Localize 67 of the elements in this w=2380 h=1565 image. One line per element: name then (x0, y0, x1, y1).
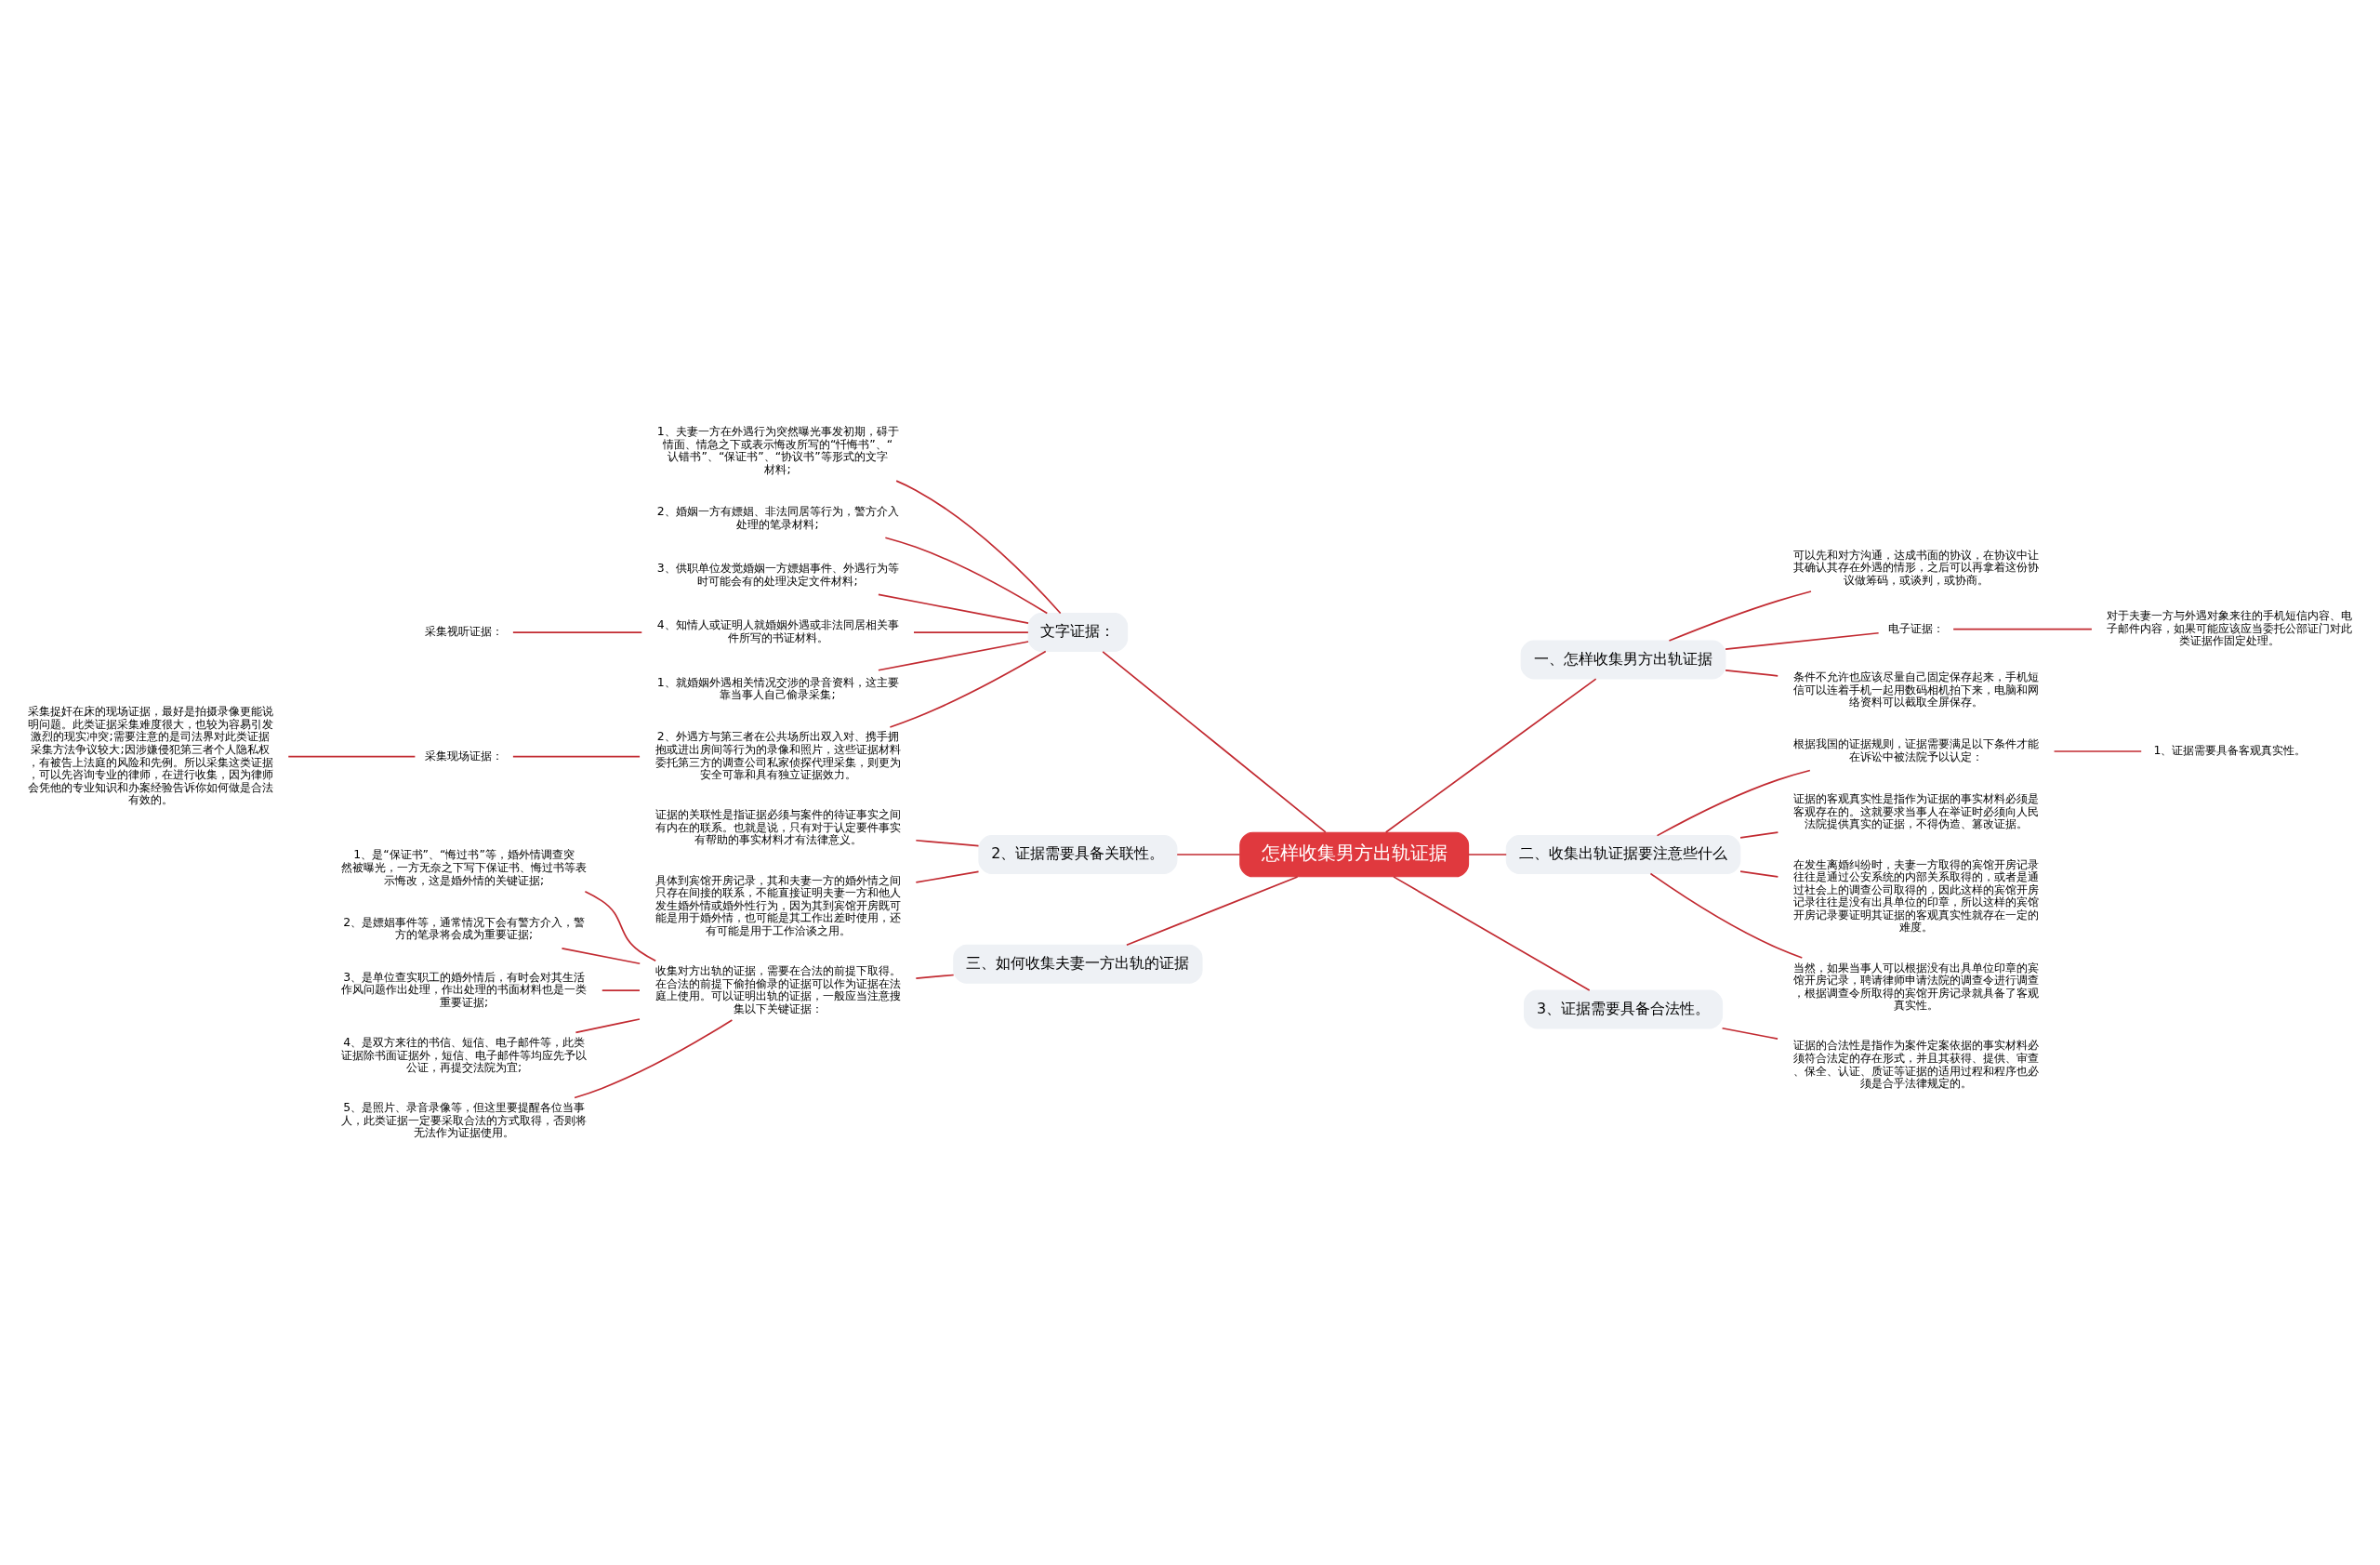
connector (915, 974, 955, 979)
node-text: 电子证据： (1887, 620, 1944, 635)
connector (287, 755, 416, 758)
connector (1725, 669, 1779, 677)
node-box: 二、收集出轨证据要注意些什么 (1505, 834, 1741, 874)
node-box: 三、如何收集夫妻一方出轨的证据 (953, 944, 1203, 984)
connector (884, 536, 1049, 614)
connector (878, 640, 1029, 671)
connector (895, 479, 1062, 614)
node-text: 根据我国的证据规则，证据需要满足以下条件才能在诉讼中被法院予以认定： (1792, 736, 2039, 763)
connector (512, 755, 641, 758)
connector (561, 947, 641, 964)
node-box: 一、怎样收集男方出轨证据 (1520, 640, 1726, 679)
node-box: 3、证据需要具备合法性。 (1524, 989, 1724, 1028)
node-text: 证据的关联性是指证据必须与案件的待证事实之间有内在的联系。也就是说，只有对于认定要件事实有帮助的事实材料才有法律意义。 (654, 806, 901, 846)
node-text: 2、是嫖娼事件等，通常情况下会有警方介入，警方的笔录将会成为重要证据; (343, 914, 586, 941)
connector (913, 630, 1029, 633)
node-text: 5、是照片、录音录像等，但这里要提醒各位当事人，此类证据一定要采取合法的方式取得，否则将无法作为证据使用。 (341, 1099, 588, 1139)
node-text: 1、夫妻一方在外遇行为突然曝光事发初期，碍于情面、情急之下或表示悔改所写的“忏悔书”、“认错书”、“保证书”、“协议书”等形式的文字材料; (656, 423, 899, 476)
connector (1467, 853, 1508, 855)
connector (575, 1017, 641, 1033)
connector (512, 630, 643, 633)
node-text: 采集捉奸在床的现场证据，最好是拍摄录像更能说明问题。此类证据采集难度很大，也较为容易引发激烈的现实冲突;需要注意的是司法界对此类证据采集方法争议较大;因涉嫌侵犯第三者个人隐私权，有被告上法庭的风险和先例。所以采集这类证据，可以先咨询专业的律师，在进行收集，因为律师会凭他的专业知识和办案经验告诉你如何做是合法有效的。 (27, 703, 273, 806)
connector (1725, 631, 1880, 650)
node-text: 可以先和对方沟通，达成书面的协议，在协议中让其确认其存在外遇的情形，之后可以再拿着这份协议做筹码，或谈判，或协商。 (1792, 547, 2039, 587)
connector (878, 593, 1029, 624)
connector (1656, 769, 1811, 836)
connector (1393, 875, 1591, 991)
connector (1952, 628, 2093, 630)
connector (1721, 1027, 1778, 1040)
connector (1176, 853, 1241, 855)
connector (889, 650, 1047, 728)
connector (1126, 875, 1299, 946)
node-box: 2、证据需要具备关联性。 (978, 834, 1178, 874)
connector (915, 839, 980, 846)
connector (1739, 869, 1779, 878)
node-text: 条件不允许也应该尽量自己固定保存起来，手机短信可以连着手机一起用数码相机拍下来，电脑和网络资料可以截取全屏保存。 (1792, 669, 2039, 709)
node-text: 2、外遇方与第三者在公共场所出双入对、携手拥抱或进出房间等行为的录像和照片，这些证据材料委托第三方的调查公司私家侦探代理采集，则更为安全可靠和具有独立证据效力。 (654, 728, 901, 781)
node-text: 4、知情人或证明人就婚姻外遇或非法同居相关事件所写的书证材料。 (656, 617, 899, 644)
node-text: 证据的客观真实性是指作为证据的事实材料必须是客观存在的。这就要求当事人在举证时必须向人民法院提供真实的证据，不得伪造、篡改证据。 (1792, 790, 2039, 830)
node-box: 怎样收集男方出轨证据 (1239, 831, 1470, 877)
connector (1102, 650, 1327, 833)
connector (601, 988, 641, 991)
node-text: 4、是双方来往的书信、短信、电子邮件等，此类证据除书面证据外，短信、电子邮件等均应先予以公证，再提交法院为宜; (341, 1034, 588, 1074)
node-text: 当然，如果当事人可以根据没有出具单位印章的宾馆开房记录，聘请律师申请法院的调查令进行调查，根据调查令所取得的宾馆开房记录就具备了客观真实性。 (1792, 960, 2039, 1012)
node-text: 证据的合法性是指作为案件定案依据的事实材料必须符合法定的存在形式，并且其获得、提供、审查、保全、认证、质证等证据的适用过程和程序也必须是合乎法律规定的。 (1792, 1037, 2039, 1090)
node-text: 1、是“保证书”、“悔过书”等，婚外情调查突然被曝光，一方无奈之下写下保证书、悔过书等表示悔改，这是婚外情的关键证据; (341, 846, 588, 886)
node-text: 3、供职单位发觉婚姻一方嫖娼事件、外遇行为等时可能会有的处理决定文件材料; (656, 560, 899, 588)
connector (1739, 830, 1779, 839)
connector (1384, 677, 1597, 833)
connector (584, 890, 657, 962)
node-text: 采集视听证据： (425, 623, 504, 638)
node-text: 具体到宾馆开房记录，其和夫妻一方的婚外情之间只存在间接的联系，不能直接证明夫妻一方和他人发生婚外情或婚外性行为，因为其到宾馆开房既可能是用于婚外情，也可能是其工作出差时使用，还有可能是用于工作洽谈之用。 (654, 872, 901, 937)
connector (2053, 749, 2143, 752)
node-text: 1、就婚姻外遇相关情况交涉的录音资料，这主要靠当事人自己偷录采集; (656, 674, 899, 701)
connector (915, 869, 980, 883)
node-box: 文字证据： (1027, 612, 1129, 652)
connector (574, 1018, 734, 1098)
node-text: 在发生离婚纠纷时，夫妻一方取得的宾馆开房记录往往是通过公安系统的内部关系取得的，或者是通过社会上的调查公司取得的，因此这样的宾馆开房记录往往是没有出具单位的印章，所以这样的宾馆开房记录要证明其证据的客观真实性就存在一定的难度。 (1792, 856, 2039, 934)
node-text: 采集现场证据： (425, 748, 504, 763)
node-text: 收集对方出轨的证据，需要在合法的前提下取得。在合法的前提下偷拍偷录的证据可以作为证据在法庭上使用。可以证明出轨的证据，一般应当注意搜集以下关键证据： (654, 962, 901, 1015)
connector (1668, 590, 1812, 642)
connector (1649, 872, 1804, 959)
node-text: 3、是单位查实职工的婚外情后，有时会对其生活作风问题作出处理，作出处理的书面材料也是一类重要证据; (341, 969, 588, 1009)
node-text: 对于夫妻一方与外遇对象来往的手机短信内容、电子邮件内容，如果可能应该应当委托公部证门对此类证据作固定处理。 (2107, 607, 2353, 647)
node-text: 2、婚姻一方有嫖娼、非法同居等行为，警方介入处理的笔录材料; (656, 503, 899, 531)
node-text: 1、证据需要具备客观真实性。 (2153, 742, 2307, 757)
